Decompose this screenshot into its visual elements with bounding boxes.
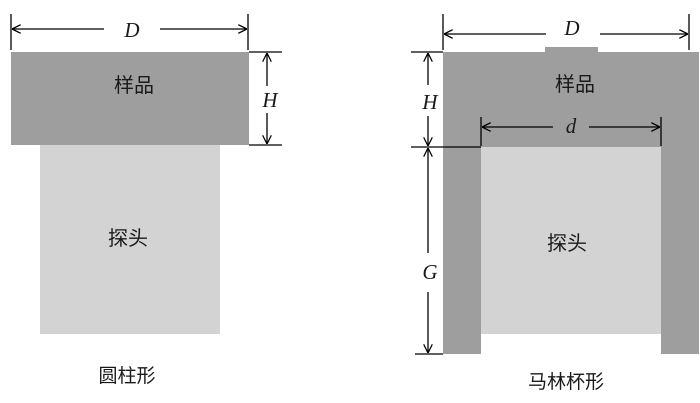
marinelli-caption: 马林杯形: [528, 371, 604, 393]
cylinder-sample-label: 样品: [114, 74, 154, 97]
marinelli-probe: [481, 147, 661, 334]
cylinder-probe: [40, 145, 220, 334]
marinelli-dimension-D: [442, 14, 690, 50]
cylinder-sample: [11, 52, 249, 145]
marinelli-dimension-H: [411, 51, 481, 148]
cylinder-H-label: H: [261, 88, 279, 112]
marinelli-dimension-d: [480, 117, 662, 146]
marinelli-dimension-G: [415, 148, 443, 355]
cylinder-dimension-D: [10, 14, 249, 50]
marinelli-D-label: D: [563, 16, 579, 40]
marinelli-sample: [443, 47, 699, 354]
marinelli-sample-label: 样品: [555, 73, 595, 96]
cylinder-probe-label: 探头: [108, 227, 148, 250]
cylinder-dimension-H: [249, 51, 282, 146]
marinelli-d-label: d: [566, 114, 577, 138]
marinelli-H-label: H: [421, 90, 439, 114]
marinelli-G-label: G: [422, 260, 437, 284]
cylinder-figure: D H 样品 探头 圆柱形: [10, 14, 282, 387]
marinelli-probe-label: 探头: [547, 232, 587, 255]
marinelli-figure: D H d G 样品 探头 马林杯形: [411, 14, 699, 393]
cylinder-caption: 圆柱形: [98, 365, 155, 387]
cylinder-D-label: D: [123, 18, 139, 42]
